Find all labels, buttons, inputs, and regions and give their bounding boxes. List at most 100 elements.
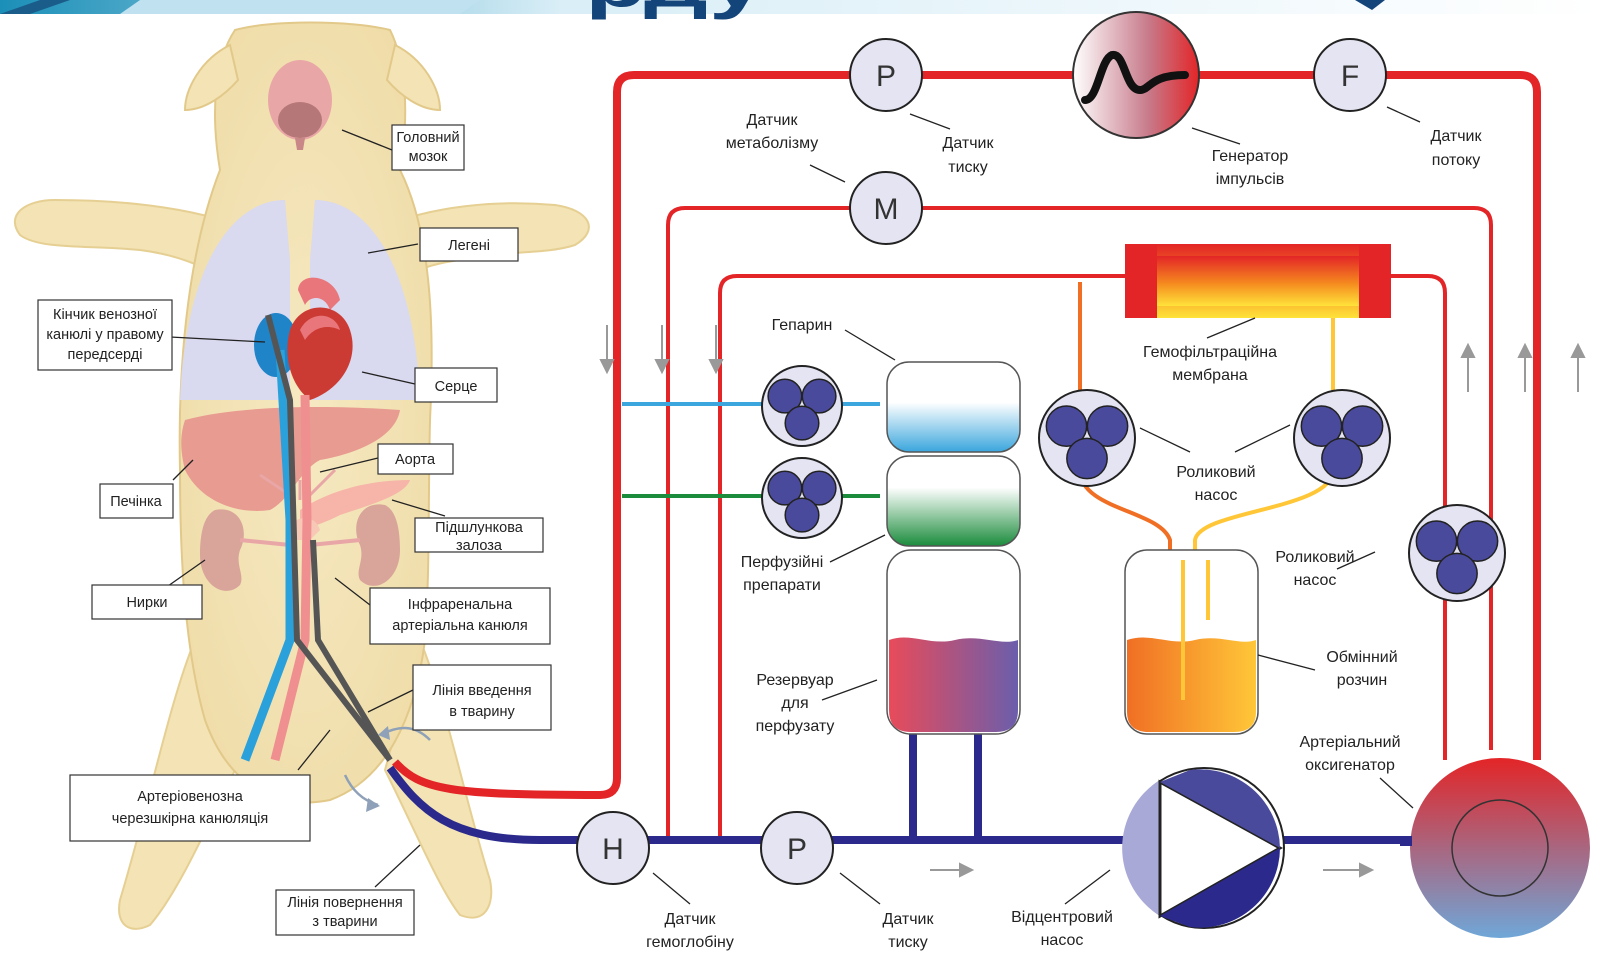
label-reservoir-3: перфузату [756, 718, 835, 735]
venous-return-line [386, 765, 1420, 844]
flow-arrows [599, 325, 1586, 878]
pancreas [300, 480, 410, 527]
label-infusion-line-1: Лінія введення [432, 683, 531, 699]
arterial-line-inner [718, 274, 1447, 838]
label-roller-center-1: Роликовий [1176, 464, 1255, 481]
roller-pump-heparin-icon [761, 365, 843, 447]
arterial-line-middle [666, 206, 1493, 838]
label-pancreas-2: залоза [456, 538, 503, 554]
label-infrarenal-2: артеріальна канюля [392, 618, 527, 634]
roller-pump-filter-left-icon [1038, 389, 1136, 487]
label-exchange-1: Обмінний [1326, 649, 1397, 666]
leader-lines [167, 106, 1421, 905]
centrifugal-pump-icon [1122, 767, 1285, 929]
arterial-oxygenator-icon [1400, 758, 1590, 938]
label-av-cannulation-1: Артеріовенозна [137, 789, 243, 805]
label-centrifugal-1: Відцентровий [1011, 909, 1113, 926]
svg-text:мозок: мозок [409, 149, 448, 165]
label-metabolism-1: Датчик [747, 112, 799, 129]
organ-labels: Головний мозок Легені Кінчик венозної ка… [37, 124, 552, 936]
label-roller-right-1: Роликовий [1275, 549, 1354, 566]
venous-cannula [265, 314, 393, 762]
label-metabolism-2: метаболізму [726, 135, 819, 152]
metabolism-sensor-circle [849, 171, 923, 245]
label-roller-right-2: насос [1294, 572, 1337, 589]
label-perfusion-drugs-2: препарати [743, 577, 821, 594]
label-return-line-1: Лінія повернення [287, 895, 402, 911]
hemoglobin-sensor-letter: H [602, 833, 624, 866]
label-cannula-tip-3: передсерді [68, 347, 143, 363]
label-reservoir-1: Резервуар [756, 672, 833, 689]
roller-pump-right-icon [1408, 504, 1506, 602]
pressure-sensor-bottom: P [760, 811, 834, 885]
label-roller-center-2: насос [1195, 487, 1238, 504]
roller-pumps [761, 365, 1506, 602]
label-pressure-bottom-2: тиску [888, 934, 927, 951]
pressure-sensor-bottom-circle [760, 811, 834, 885]
label-exchange-2: розчин [1337, 672, 1388, 689]
pressure-sensor-top-circle [849, 38, 923, 112]
arterial-line-outer [392, 71, 1541, 800]
kidney-right [356, 504, 400, 586]
arterial-cannula [310, 539, 393, 762]
sensors: P F M H P [576, 38, 1387, 885]
label-liver: Печінка [110, 494, 162, 510]
label-oxygenator-2: оксигенатор [1305, 757, 1395, 774]
perfusate-reservoir-icon [886, 549, 1021, 735]
label-infrarenal-1: Інфраренальна [408, 597, 513, 613]
label-flow-1: Датчик [1431, 128, 1483, 145]
label-perfusion-drugs-1: Перфузійні [741, 554, 824, 571]
label-kidneys: Нирки [126, 595, 167, 611]
label-hemoglobin-2: гемоглобіну [646, 934, 734, 951]
vena-cava [240, 349, 295, 762]
label-cannula-tip-2: канюлі у правому [46, 327, 164, 343]
label-reservoir-2: для [781, 695, 808, 712]
label-infusion-line-2: в тварину [449, 704, 515, 720]
svg-text:Головний: Головний [396, 130, 459, 146]
label-return-line-2: з тварини [312, 914, 377, 930]
pulse-generator-icon [1072, 11, 1200, 139]
label-av-cannulation-2: черезшкірна канюляція [112, 811, 268, 827]
label-heparin: Гепарин [772, 317, 833, 334]
flow-sensor-letter: F [1341, 60, 1359, 93]
pressure-sensor-bottom-letter: P [787, 833, 807, 866]
label-flow-2: потоку [1432, 152, 1480, 169]
roller-pump-drugs-icon [761, 457, 843, 539]
label-aorta: Аорта [395, 452, 436, 468]
label-hemofilter-2: мембрана [1172, 367, 1248, 384]
hemofiltration-membrane [1125, 244, 1391, 318]
label-pulse-generator-1: Генератор [1212, 148, 1289, 165]
hemoglobin-sensor-circle [576, 811, 650, 885]
circuit-labels: Датчик метаболізму Датчик тиску Генерато… [646, 112, 1482, 951]
label-oxygenator-1: Артеріальний [1300, 734, 1401, 751]
heparin-container [886, 361, 1021, 453]
label-heart: Серце [435, 379, 478, 395]
label-pressure-top-1: Датчик [943, 135, 995, 152]
label-hemoglobin-1: Датчик [665, 911, 717, 928]
label-hemofilter-1: Гемофільтраційна [1143, 344, 1277, 361]
flow-sensor: F [1313, 38, 1387, 112]
metabolism-sensor: M [849, 171, 923, 245]
label-brain-2: мозок [409, 149, 448, 165]
roller-pump-filter-right-icon [1293, 389, 1391, 487]
header-banner: рду [0, 0, 1600, 20]
label-cannula-tip-1: Кінчик венозної [53, 307, 157, 323]
header-title-fragment: рду [585, 0, 766, 20]
pressure-sensor-top: P [849, 38, 923, 112]
label-pressure-bottom-1: Датчик [883, 911, 935, 928]
label-centrifugal-2: насос [1041, 932, 1084, 949]
flow-sensor-circle [1313, 38, 1387, 112]
aorta-vessel [270, 394, 312, 762]
brain [268, 60, 332, 150]
label-pancreas-1: Підшлункова [435, 520, 524, 536]
label-lungs: Легені [448, 238, 490, 254]
pressure-sensor-top-letter: P [876, 60, 896, 93]
label-pressure-top-2: тиску [948, 159, 987, 176]
metabolism-sensor-letter: M [874, 193, 899, 226]
exchange-solution-icon [1124, 549, 1259, 735]
drug-container [886, 455, 1021, 547]
hemoglobin-sensor: H [576, 811, 650, 885]
kidney-left [200, 509, 244, 591]
label-pulse-generator-2: імпульсів [1216, 171, 1285, 188]
